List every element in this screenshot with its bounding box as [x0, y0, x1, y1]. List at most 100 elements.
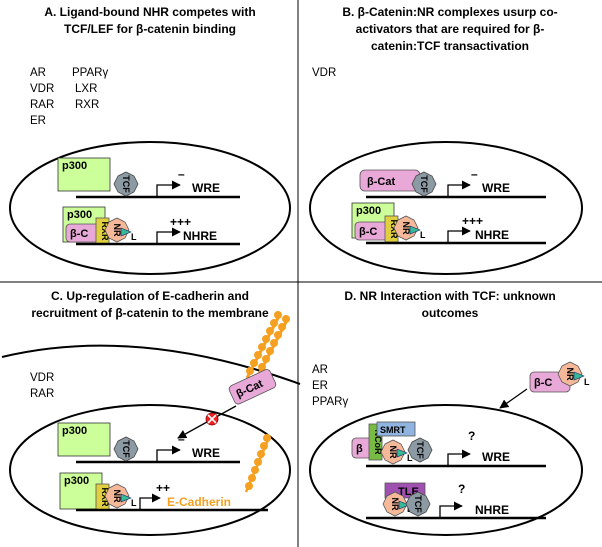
wre-label: WRE — [482, 181, 510, 195]
ligand-lxr: LXR — [75, 83, 97, 95]
nr-octagon — [393, 215, 419, 241]
panel-b: B. β-Catenin:NR complexes usurp co- acti… — [309, 5, 583, 275]
nr-octagon — [380, 439, 406, 465]
rxr-label: RXR — [100, 487, 110, 507]
panel-d-title-line2: outcomes — [422, 306, 479, 320]
p300-box — [59, 472, 103, 510]
tcf-label: TCF — [419, 175, 429, 193]
panel-b-title-line2: activators that are required for β- — [356, 22, 545, 36]
ligand-triangle — [120, 227, 132, 237]
tcf-octagon — [113, 171, 139, 197]
ligand-label: L — [584, 377, 590, 387]
panel-b-title-line1: B. β-Catenin:NR complexes usurp co- — [342, 5, 557, 19]
ligand-vdr: VDR — [30, 372, 54, 384]
panel-a-title-line1: A. Ligand-bound NHR competes with — [44, 5, 255, 19]
cell-nucleus-d — [309, 404, 583, 536]
ligand-er: ER — [312, 380, 328, 392]
tss-arrow — [139, 493, 161, 510]
nr-label: NR — [565, 368, 575, 381]
minus-mark: – — [178, 167, 185, 181]
tss-arrow — [439, 501, 463, 518]
wre-label: WRE — [192, 181, 220, 195]
p300-box — [57, 422, 111, 457]
panel-d-title-line1: D. NR Interaction with TCF: unknown — [344, 289, 555, 303]
tcf-label: TCF — [413, 495, 423, 513]
tcf-label: TCF — [121, 440, 131, 458]
e-cadherin-product-chain — [244, 434, 271, 493]
tss-arrow — [156, 445, 181, 462]
panel-a-title-line2: TCF/LEF for β-catenin binding — [64, 22, 236, 36]
smrt-box — [376, 421, 416, 437]
nr-label: NR — [112, 490, 122, 503]
rxr-label: RXR — [389, 219, 399, 239]
beta-catenin-label: β-C — [534, 377, 552, 389]
panel-c-title-line2: recruitment of β-catenin to the membrane — [31, 306, 269, 320]
tss-arrow — [156, 180, 181, 197]
beta-catenin-label: β-C — [359, 226, 377, 238]
nr-label: NR — [112, 224, 122, 237]
nr-label: NR — [401, 222, 411, 235]
p300-label: p300 — [62, 160, 87, 172]
ligand-rxr: RXR — [75, 99, 99, 111]
ligand-triangle — [573, 371, 585, 381]
ligand-triangle — [398, 500, 410, 510]
ligand-ar: AR — [312, 364, 328, 376]
plus-mark: +++ — [462, 214, 483, 228]
tss-arrow — [447, 226, 471, 243]
question-mark: ? — [468, 429, 475, 443]
p300-label: p300 — [356, 205, 381, 217]
cell-nucleus-c — [9, 404, 291, 536]
panel-a-ligand-list: AR PPARγ VDR LXR RAR RXR ER — [30, 67, 108, 127]
nr-octagon — [104, 217, 130, 243]
wre-label: WRE — [482, 450, 510, 464]
nhre-label: NHRE — [475, 228, 509, 242]
nr-octagon — [557, 361, 583, 387]
wre-label: WRE — [192, 446, 220, 460]
tss-arrow — [156, 227, 181, 244]
ligand-label: L — [407, 453, 413, 463]
p300-label: p300 — [62, 425, 87, 437]
nhre-label: NHRE — [183, 229, 217, 243]
beta-catenin-label: β-Cat — [367, 176, 395, 188]
ligand-triangle — [120, 493, 132, 503]
ligand-triangle — [396, 448, 408, 458]
rxr-label: RXR — [100, 221, 110, 241]
p300-label: p300 — [67, 209, 92, 221]
p300-label: p300 — [64, 475, 89, 487]
tcf-octagon — [113, 436, 139, 462]
e-cadherin-gene-label: E-Cadherin — [167, 495, 231, 509]
e-cadherin-membrane-chain — [245, 311, 290, 383]
block-icon-cross — [207, 414, 217, 424]
cell-nucleus-a — [9, 141, 291, 275]
ligand-label: L — [131, 498, 137, 508]
tcf-label: TCF — [415, 441, 425, 459]
ligand-rar: RAR — [30, 99, 54, 111]
panel-a: A. Ligand-bound NHR competes with TCF/LE… — [9, 5, 291, 275]
tcf-label: TCF — [121, 175, 131, 193]
panel-d: D. NR Interaction with TCF: unknown outc… — [309, 289, 590, 536]
tss-arrow — [447, 449, 471, 466]
minus-mark: – — [178, 432, 185, 446]
ligand-vdr: VDR — [312, 67, 336, 79]
panel-c: C. Up-regulation of E-cadherin and recru… — [1, 289, 301, 536]
nr-octagon — [104, 483, 130, 509]
ncor-label: NCoR — [373, 430, 383, 455]
panel-b-title-line3: catenin:TCF transactivation — [371, 39, 529, 53]
nr-label: NR — [388, 446, 398, 459]
ligand-ar: AR — [30, 67, 46, 79]
tcf-octagon — [411, 171, 437, 197]
nr-label: NR — [390, 498, 400, 511]
panel-c-title-line1: C. Up-regulation of E-cadherin and — [51, 289, 249, 303]
smrt-label: SMRT — [380, 425, 406, 435]
translocation-arrow — [499, 388, 528, 409]
ligand-rar: RAR — [30, 388, 54, 400]
ligand-label: L — [131, 232, 137, 242]
nr-octagon — [382, 491, 408, 517]
minus-mark: – — [471, 167, 478, 181]
tcf-octagon — [405, 491, 431, 517]
plus-mark: +++ — [170, 215, 191, 229]
nhre-label: NHRE — [475, 503, 509, 517]
tcf-octagon — [407, 437, 433, 463]
cell-nucleus-b — [309, 141, 583, 275]
ligand-ppar: PPARγ — [312, 396, 348, 408]
